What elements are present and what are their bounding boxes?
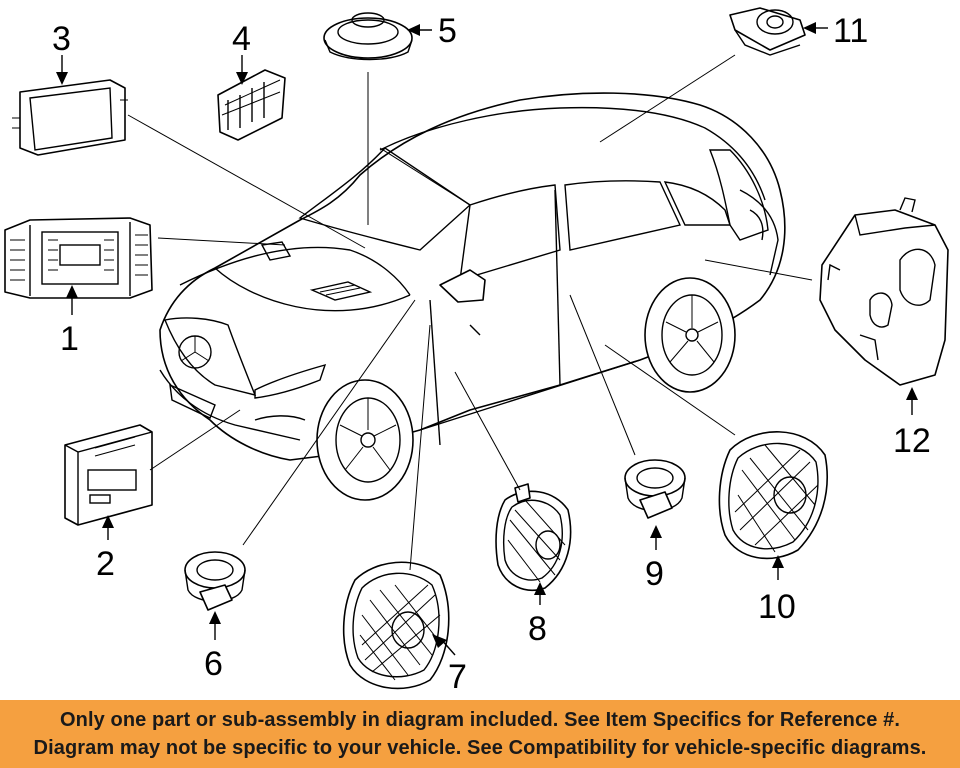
vehicle-suv-outline: [159, 92, 786, 501]
callout-12: 12: [893, 422, 931, 460]
callout-arrows: [56, 22, 918, 656]
front-wheel: [316, 379, 414, 501]
callout-8: 8: [528, 610, 547, 648]
callout-9: 9: [645, 555, 664, 593]
part-7-door-speaker: [342, 561, 450, 690]
callout-6: 6: [204, 645, 223, 683]
audio-parts-diagram: 1 2 3 4 5 6 7 8 9 10 11 12: [4, 7, 949, 696]
callout-1: 1: [60, 320, 79, 358]
part-9-rear-tweeter: [624, 459, 686, 519]
leader-lines: [127, 54, 813, 571]
part-3-display-screen: [12, 79, 128, 156]
callout-4: 4: [232, 20, 251, 58]
part-5-tweeter-speaker: [323, 12, 413, 61]
part-11-tweeter-speaker: [729, 7, 806, 56]
part-6-small-speaker: [184, 551, 246, 611]
part-1-control-unit: [4, 217, 153, 299]
disclaimer-line-2: Diagram may not be specific to your vehi…: [33, 737, 927, 759]
callout-11: 11: [833, 12, 868, 50]
rear-wheel: [644, 277, 736, 393]
part-4-connector-module: [217, 69, 286, 141]
callout-numbers: 1 2 3 4 5 6 7 8 9 10 11 12: [52, 12, 931, 696]
disclaimer-banner: Only one part or sub-assembly in diagram…: [0, 700, 960, 768]
part-12-subwoofer-enclosure: [819, 197, 949, 386]
part-8-rear-door-speaker: [495, 483, 572, 592]
part-2-amplifier-module: [64, 424, 153, 526]
disclaimer-line-1: Only one part or sub-assembly in diagram…: [60, 709, 900, 731]
callout-2: 2: [96, 545, 115, 583]
callout-5: 5: [438, 12, 457, 50]
callout-7: 7: [448, 658, 467, 696]
part-10-rear-speaker: [718, 431, 828, 560]
callout-10: 10: [758, 588, 796, 626]
callout-3: 3: [52, 20, 71, 58]
